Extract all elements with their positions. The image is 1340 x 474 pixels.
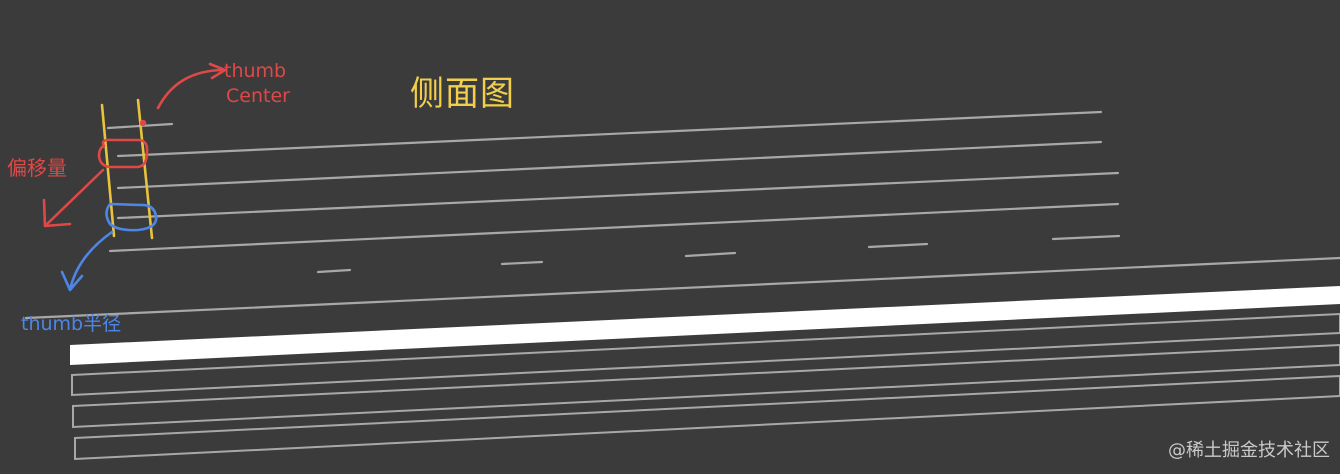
thumb-center-annotation — [139, 62, 227, 127]
dash-segment — [1051, 234, 1121, 241]
long-track-line — [24, 256, 1340, 320]
outlined-track-bars — [71, 312, 1340, 461]
radius-arrow-icon — [60, 230, 114, 292]
radius-annotation — [60, 202, 158, 292]
active-track-bar — [70, 286, 1340, 365]
dash-segment — [867, 242, 929, 249]
dash-segment — [684, 251, 737, 258]
thumb-radius-label: thumb半径 — [21, 313, 122, 335]
thumb-center-label-line2: Center — [226, 85, 290, 107]
offset-annotation — [42, 138, 149, 228]
thumb-center-label-line1: thumb — [224, 60, 287, 82]
outlined-bar-2 — [72, 343, 1340, 429]
track-line-3 — [116, 140, 1103, 190]
offset-marker-shape — [97, 138, 149, 169]
dash-segment — [316, 268, 352, 274]
dashed-track-line — [316, 234, 1121, 274]
thumb-center-label: thumb Center — [224, 59, 290, 109]
diagram-title: 侧面图 — [410, 74, 515, 114]
upper-track-lines — [106, 110, 1120, 253]
outlined-bar-3 — [74, 374, 1340, 461]
offset-arrow-icon — [42, 168, 105, 228]
outlined-bar-1 — [71, 312, 1340, 397]
track-line-2 — [116, 110, 1103, 158]
guide-line-left — [100, 103, 116, 238]
track-line-4 — [116, 171, 1120, 220]
thumb-center-arrow-icon — [156, 62, 227, 110]
offset-label: 偏移量 — [7, 156, 67, 180]
dash-segment — [500, 260, 544, 266]
watermark: @稀土掘金技术社区 — [1168, 440, 1330, 461]
track-line-5 — [108, 202, 1120, 253]
radius-marker-shape — [105, 202, 158, 232]
thumb-center-dot — [139, 119, 147, 127]
